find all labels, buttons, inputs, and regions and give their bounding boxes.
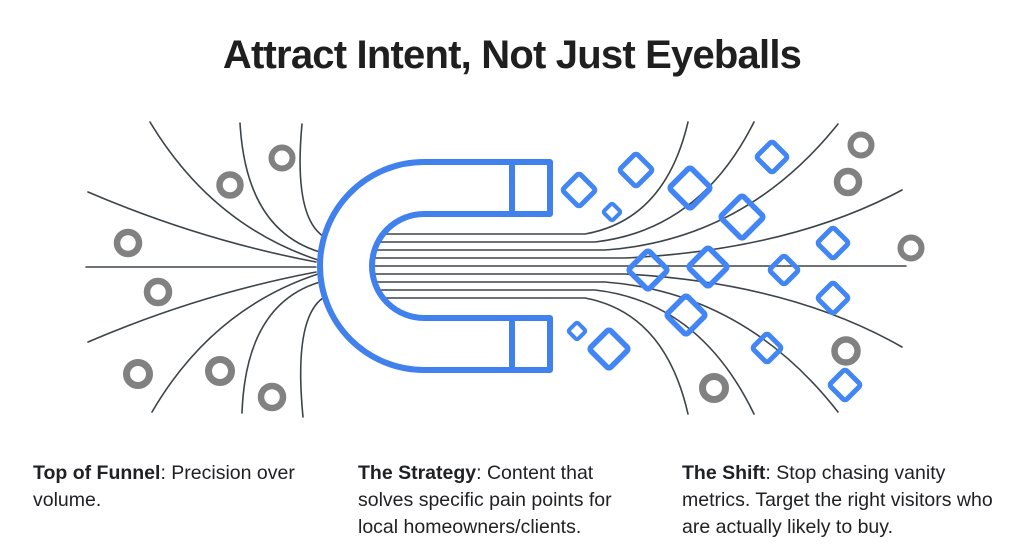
- field-line: [299, 295, 327, 418]
- field-line: [372, 273, 903, 348]
- intent-diamond-icon: [815, 280, 851, 316]
- eyeball-circle-icon: [699, 373, 729, 403]
- intent-diamond-icon: [667, 165, 713, 211]
- intent-diamond-icon: [815, 225, 851, 261]
- eyeball-circle-icon: [833, 167, 863, 197]
- field-line: [375, 121, 755, 243]
- caption-text: : Content that solves specific pain poin…: [358, 462, 612, 538]
- intent-diamond-icon: [767, 253, 801, 287]
- intent-diamond-icon: [686, 245, 730, 289]
- intent-diamond-icon: [718, 193, 766, 241]
- field-line: [374, 281, 839, 413]
- field-line: [149, 121, 319, 261]
- intent-diamond-icon: [664, 293, 708, 337]
- intent-diamond-icon: [617, 151, 655, 189]
- field-line: [151, 273, 319, 413]
- page-title: Attract Intent, Not Just Eyeballs: [222, 33, 802, 77]
- caption-the-shift: The Shift: Stop chasing vanity metrics. …: [682, 460, 994, 541]
- caption-lead: Top of Funnel: [33, 462, 161, 484]
- intent-diamond-icon: [754, 139, 790, 175]
- caption-top-of-funnel: Top of Funnel: Precision over volume.: [33, 460, 335, 514]
- eyeball-circle-icon: [123, 359, 153, 389]
- eyeball-circle-icon: [113, 228, 143, 258]
- caption-lead: The Shift: [682, 462, 766, 484]
- intent-diamond-icon: [560, 171, 598, 209]
- intent-diamond-icon: [750, 331, 784, 365]
- caption-text: : Precision over volume.: [33, 462, 295, 511]
- intent-diamond-icon: [587, 327, 631, 371]
- field-line: [379, 121, 689, 235]
- eyeball-circle-icon: [831, 336, 861, 366]
- eyeball-circle-icon: [205, 356, 235, 386]
- field-line: [299, 123, 327, 239]
- caption-the-strategy: The Strategy: Content that solves specif…: [358, 460, 650, 541]
- field-line: [241, 281, 321, 414]
- intent-diamond-icon: [827, 367, 863, 403]
- field-line: [239, 122, 321, 253]
- caption-text: : Stop chasing vanity metrics. Target th…: [682, 462, 993, 538]
- field-line: [87, 271, 317, 343]
- intent-diamond-icon: [626, 248, 670, 292]
- field-line: [373, 123, 839, 251]
- intent-diamond-icon: [601, 201, 623, 223]
- eyeball-circle-icon: [897, 234, 925, 262]
- magnet-icon: [317, 159, 553, 373]
- eyeball-circle-icon: [268, 144, 296, 172]
- caption-lead: The Strategy: [358, 462, 477, 484]
- eyeball-circle-icon: [257, 382, 287, 412]
- eyeball-circle-icon: [143, 277, 173, 307]
- intent-diamond-icon: [566, 320, 588, 342]
- field-line: [377, 289, 755, 415]
- field-line: [87, 191, 317, 263]
- eyeball-circle-icon: [216, 171, 244, 199]
- eyeball-circle-icon: [847, 131, 875, 159]
- field-line: [382, 297, 689, 415]
